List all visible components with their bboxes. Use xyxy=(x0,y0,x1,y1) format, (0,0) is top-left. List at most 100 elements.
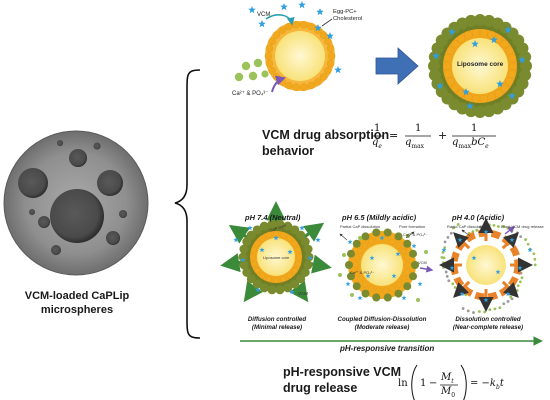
burst-arrow xyxy=(501,232,519,250)
cap-bump xyxy=(465,14,478,27)
ion-dot xyxy=(441,251,445,254)
lipid-head-bead xyxy=(464,30,473,40)
cap-bump xyxy=(394,289,403,298)
lipid-head-bead xyxy=(254,267,261,274)
cap-bump xyxy=(409,249,418,258)
cap-bump xyxy=(259,283,269,293)
cap-bump xyxy=(346,249,355,258)
stage-neutral-diagram xyxy=(220,201,332,303)
stage-2-subtitle: Coupled Diffusion-Dissolution (Moderate … xyxy=(334,316,430,332)
vcm-star-icon xyxy=(345,281,351,287)
lipid-head-bead xyxy=(259,235,266,242)
lipid-head-bead xyxy=(356,275,364,283)
cap-bump xyxy=(290,225,300,235)
lipid-head-bead xyxy=(300,20,308,29)
vcm-star-icon xyxy=(483,229,489,235)
stage-3-sub-line-2: (Near-complete release) xyxy=(452,324,524,331)
lipid-head-bead xyxy=(326,59,335,68)
vcm-star-icon xyxy=(391,273,397,279)
lipid-head-bead xyxy=(403,269,411,276)
release-title-line-1: pH-responsive VCM xyxy=(283,365,402,379)
lipid-head-bead xyxy=(443,69,453,79)
cap-bump xyxy=(296,230,306,240)
burst-arrow xyxy=(501,280,519,298)
lipid-head-bead xyxy=(508,61,518,71)
lipid-label-line-1: Egg-PC+ xyxy=(333,9,357,15)
eq2-mt-sub: t xyxy=(451,378,454,385)
stage-3-subtitle: Dissolution controlled (Near-complete re… xyxy=(444,316,532,332)
lipid-head-bead xyxy=(389,238,396,245)
cap-bump xyxy=(246,230,256,240)
vcm-star-icon xyxy=(508,92,516,100)
vcm-star-icon xyxy=(326,32,334,40)
ion-dot xyxy=(477,310,481,313)
cap-bump xyxy=(267,285,277,295)
lipid-head-bead xyxy=(395,281,403,288)
lipid-head-bead xyxy=(295,253,303,261)
ion-dot xyxy=(445,275,449,278)
vcm-star-icon xyxy=(509,237,515,243)
cap-bump xyxy=(239,244,249,254)
vcm-star-icon xyxy=(448,28,456,36)
microsphere-caption: VCM-loaded CaPLip microspheres xyxy=(14,289,140,317)
equation-fraction-bars xyxy=(372,135,496,386)
ion-dot xyxy=(492,223,496,227)
microsphere-medium xyxy=(18,168,48,198)
absorption-title: VCM drug absorption behavior xyxy=(262,127,389,159)
vcm-uptake-arrow xyxy=(265,14,295,26)
ion-dot xyxy=(518,280,522,284)
cap-bump xyxy=(520,60,532,72)
cap-bump xyxy=(296,274,306,284)
cap-bump xyxy=(474,14,486,26)
vcm-star-icon xyxy=(449,265,455,271)
lipid-head-bead xyxy=(361,281,369,288)
lipid-head-bead xyxy=(265,275,273,283)
lipid-head-bead xyxy=(250,260,258,268)
vcm-star-icon xyxy=(314,24,322,32)
vcm-star-icon xyxy=(483,297,489,303)
eq1-t1-num: 1 xyxy=(415,123,422,134)
lipid-head-bead xyxy=(471,94,481,103)
caption-line-1: VCM-loaded CaPLip xyxy=(24,290,130,302)
eq1-t1-den-base: q xyxy=(405,137,412,148)
lipid-head-bead xyxy=(326,44,335,53)
tem-micrograph xyxy=(3,130,149,276)
paren-right xyxy=(460,364,467,400)
absorption-title-line-1: VCM drug absorption xyxy=(262,128,390,142)
lipid-head-bead xyxy=(451,39,460,49)
stage-1-sub-line-1: Diffusion controlled xyxy=(247,316,307,323)
ion-dot xyxy=(447,279,451,283)
stage-2-vcm-label: VCM xyxy=(418,260,427,265)
eq1-t2-den-q: q xyxy=(452,137,459,148)
ion-dot xyxy=(446,236,450,239)
lipid-head-bead xyxy=(324,37,332,46)
vcm-star-icon xyxy=(505,291,511,297)
ion-dot xyxy=(442,256,446,260)
vcm-star-icon xyxy=(490,36,498,44)
ion-dot xyxy=(461,307,465,310)
vcm-star-icon xyxy=(401,295,407,301)
vcm-star-icon xyxy=(411,243,417,249)
lipid-head-bead xyxy=(291,240,298,247)
vcm-star-icon xyxy=(357,295,363,301)
lipid-head-bead xyxy=(471,29,481,38)
lipid-head-bead xyxy=(382,287,389,294)
ion-dot xyxy=(443,240,447,244)
ion-dot xyxy=(475,228,479,232)
lipid-head-bead xyxy=(494,89,503,98)
eq1-lhs-den-sub: e xyxy=(378,143,382,150)
vcm-star-icon xyxy=(315,237,321,243)
eq2-m0-base: M xyxy=(441,386,452,397)
lipid-head-bead xyxy=(285,81,293,90)
burst-arrow xyxy=(453,280,471,298)
release-arrow xyxy=(302,222,325,242)
release-title: pH-responsive VCM drug release xyxy=(283,364,401,396)
eq1-lhs-den: qe xyxy=(372,137,382,150)
lipid-head-bead xyxy=(254,240,261,247)
ion-dot xyxy=(497,225,500,228)
liposome-diagram xyxy=(264,20,336,92)
lipid-head-bead xyxy=(272,276,280,284)
vcm-star-icon xyxy=(298,1,306,9)
ion-dot xyxy=(516,284,520,287)
vcm-star-icon xyxy=(258,20,266,28)
